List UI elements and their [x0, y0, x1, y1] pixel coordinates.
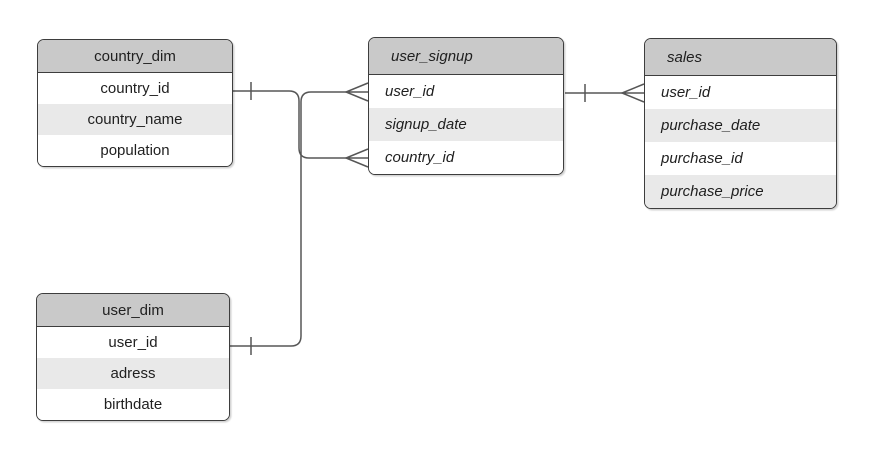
entity-column: user_id	[37, 327, 229, 358]
entity-user-signup: user_signup user_id signup_date country_…	[368, 37, 564, 175]
entity-sales: sales user_id purchase_date purchase_id …	[644, 38, 837, 209]
entity-column: country_id	[369, 141, 563, 174]
entity-country-dim: country_dim country_id country_name popu…	[37, 39, 233, 167]
entity-column: purchase_date	[645, 109, 836, 142]
entity-title: country_dim	[38, 40, 232, 73]
connector-user-signup-to-sales	[565, 83, 645, 103]
entity-column: user_id	[645, 76, 836, 109]
entity-column: birthdate	[37, 389, 229, 420]
crows-foot-many-marker	[344, 82, 369, 102]
entity-title: user_dim	[37, 294, 229, 327]
entity-column: signup_date	[369, 108, 563, 141]
entity-column: user_id	[369, 75, 563, 108]
entity-user-dim: user_dim user_id adress birthdate	[36, 293, 230, 421]
entity-column: purchase_id	[645, 142, 836, 175]
entity-column: population	[38, 135, 232, 166]
entity-title: sales	[645, 39, 836, 76]
connector-line	[230, 91, 346, 347]
entity-title: user_signup	[369, 38, 563, 75]
crows-foot-many-marker	[344, 148, 369, 168]
entity-column: country_name	[38, 104, 232, 135]
entity-column: country_id	[38, 73, 232, 104]
crows-foot-many-marker	[620, 83, 645, 103]
connector-country-dim-to-user-signup	[233, 82, 369, 168]
connector-line	[233, 90, 346, 159]
entity-column: purchase_price	[645, 175, 836, 208]
entity-column: adress	[37, 358, 229, 389]
connector-user-dim-to-user-signup	[230, 82, 369, 355]
